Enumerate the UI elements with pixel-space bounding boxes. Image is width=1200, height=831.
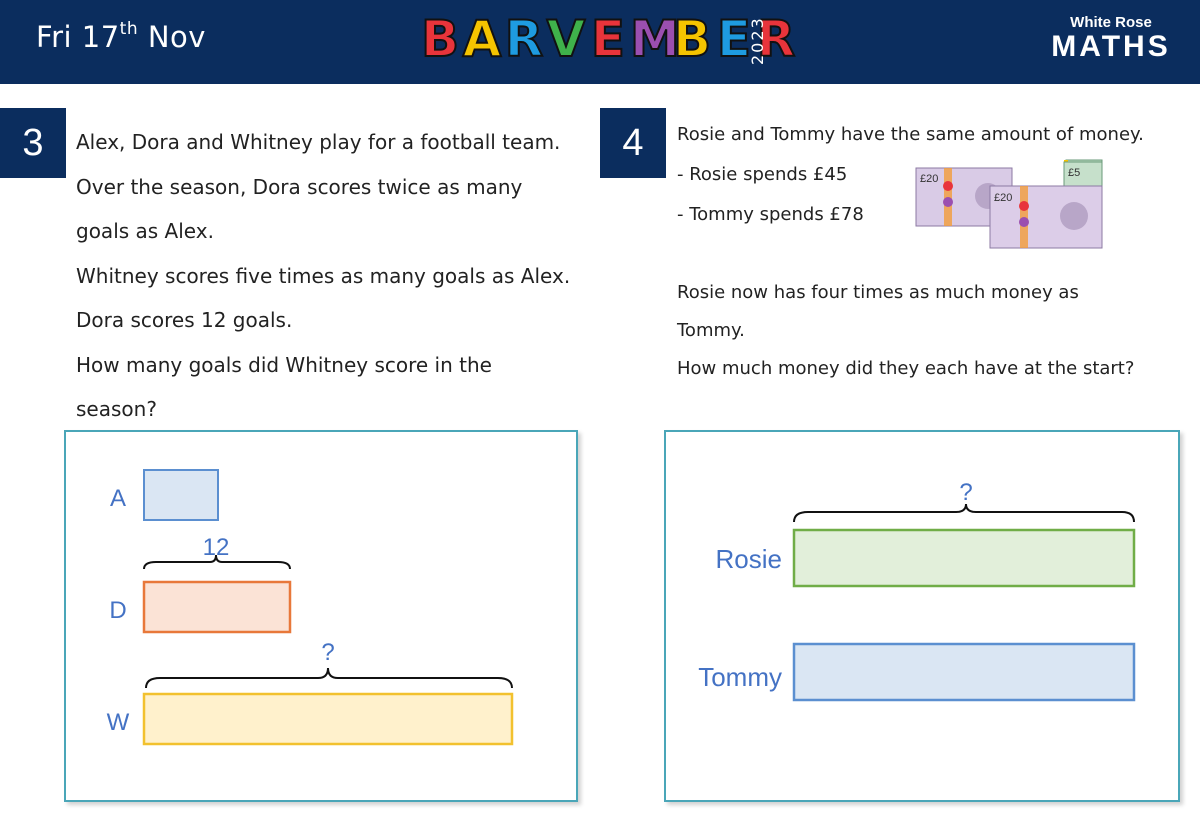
- q4-line-1: Rosie and Tommy have the same amount of …: [677, 124, 1144, 145]
- question-4-number: 4: [600, 108, 666, 178]
- label-w: W: [107, 709, 130, 736]
- label-rosie: Rosie: [716, 544, 782, 574]
- q3-line: Whitney scores five times as many goals …: [76, 263, 571, 288]
- white-rose-maths-logo: White Rose MATHS: [1046, 14, 1176, 63]
- banknotes-image: £20 £5 £20: [915, 159, 1103, 249]
- question-3-text: Alex, Dora and Whitney play for a footba…: [76, 124, 596, 436]
- brace-w: [145, 667, 513, 689]
- brace-rosie: [793, 503, 1135, 523]
- q4-bar-model: ? Rosie Tommy: [698, 479, 1136, 702]
- bar-a: [143, 469, 219, 521]
- q4-line-2: - Rosie spends £45: [677, 164, 848, 185]
- logo-year: 2023: [748, 16, 767, 66]
- q3-line: goals as Alex.: [76, 219, 214, 243]
- label-d: D: [109, 597, 126, 624]
- banknote-20-middle: £20: [989, 185, 1103, 249]
- logo-letter: B: [420, 10, 460, 68]
- brand-top: White Rose: [1070, 14, 1152, 31]
- logo-letter: B: [672, 10, 712, 68]
- label-tommy: Tommy: [698, 662, 782, 692]
- q3-line: How many goals did Whitney score in the: [76, 352, 492, 377]
- q3-bar-model-panel: A 12 D ? W: [64, 430, 578, 802]
- rosie-value-label: ?: [959, 479, 972, 506]
- date-day: Fri 17: [36, 20, 120, 54]
- logo-letter: V: [546, 10, 587, 68]
- note-3-label: £5: [1068, 167, 1080, 179]
- logo-letter: E: [716, 10, 752, 68]
- date-label: Fri 17th Nov: [36, 19, 206, 54]
- q3-line: Over the season, Dora scores twice as ma…: [76, 174, 523, 199]
- brace-d: [143, 554, 291, 570]
- bar-w: [142, 692, 514, 746]
- q3-bar-model: A 12 D ? W: [107, 469, 514, 746]
- w-value-label: ?: [321, 639, 334, 666]
- note-1-label: £20: [920, 173, 938, 185]
- logo-letter: E: [590, 10, 626, 68]
- logo-letter: R: [504, 10, 545, 68]
- q4-bar-model-panel: ? Rosie Tommy: [664, 430, 1180, 802]
- q4-line-3: - Tommy spends £78: [677, 204, 864, 225]
- q3-line: season?: [76, 397, 157, 421]
- q4-line-5: Tommy.: [677, 320, 745, 341]
- logo-letter: A: [462, 10, 503, 68]
- q4-line-6: How much money did they each have at the…: [677, 358, 1135, 379]
- logo-letter: R: [756, 10, 797, 68]
- question-3-number: 3: [0, 108, 66, 178]
- q3-line: Alex, Dora and Whitney play for a footba…: [76, 130, 561, 154]
- logo-letter: M: [629, 10, 681, 68]
- q3-line: Dora scores 12 goals.: [76, 308, 293, 332]
- bar-tommy: [792, 642, 1136, 702]
- label-a: A: [110, 485, 126, 512]
- note-2-label: £20: [994, 192, 1012, 204]
- date-month: Nov: [138, 20, 206, 54]
- brand-bottom: MATHS: [1051, 30, 1171, 63]
- date-ordinal: th: [119, 19, 139, 40]
- q4-line-4: Rosie now has four times as much money a…: [677, 282, 1079, 303]
- bar-d: [142, 580, 292, 634]
- bar-rosie: [792, 528, 1136, 588]
